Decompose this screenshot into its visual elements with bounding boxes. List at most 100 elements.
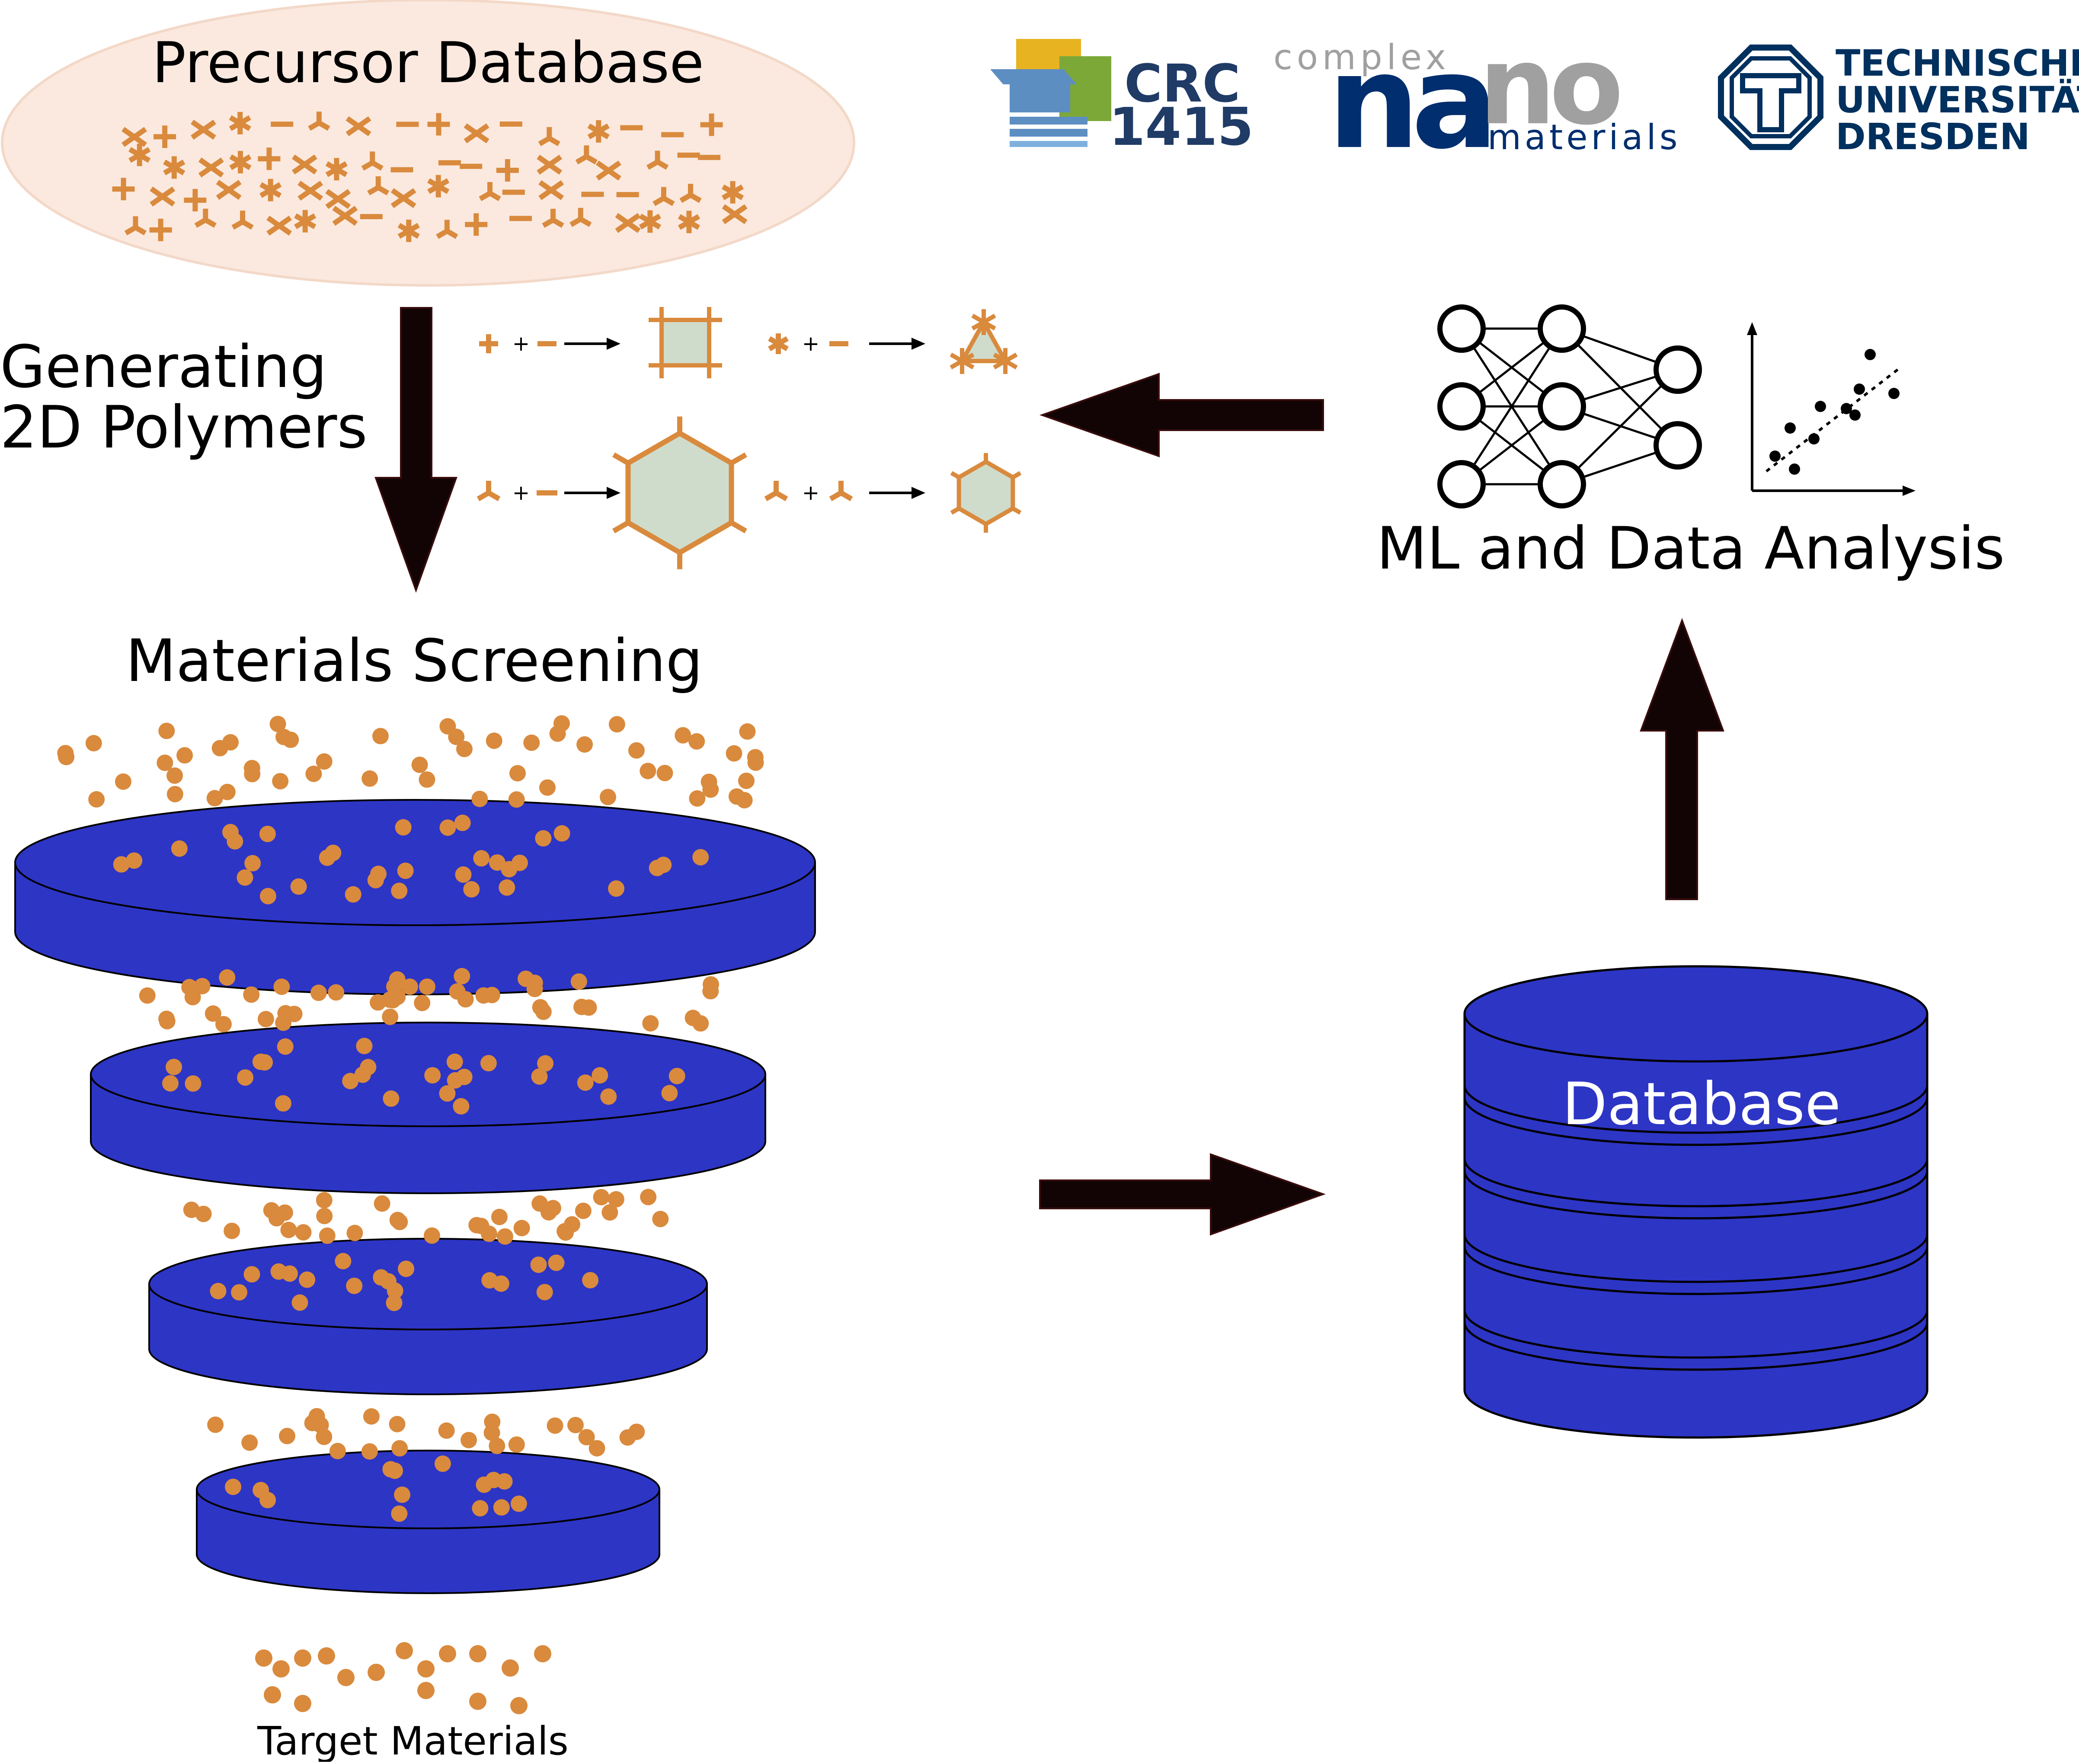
material-dot (411, 756, 428, 773)
material-dot (489, 854, 505, 871)
material-dot (166, 786, 183, 802)
screening-disk-4 (196, 1408, 660, 1594)
reaction-arrow-icon (869, 487, 925, 499)
precursor-tri-icon (361, 151, 384, 171)
precursor-cross-icon (150, 186, 176, 207)
material-dot (346, 1278, 363, 1294)
material-dot (553, 825, 570, 842)
target-material-dot (469, 1693, 486, 1710)
material-dot (85, 735, 102, 751)
database-top (1463, 965, 1929, 1063)
precursor-cross-icon (615, 213, 641, 233)
target-material-dot (368, 1664, 385, 1681)
material-dot (640, 1189, 657, 1205)
material-dot (661, 1085, 678, 1102)
material-dot (395, 819, 412, 836)
precursor-plus-icon (154, 125, 176, 148)
material-dot (576, 736, 593, 753)
precursor-cross-icon (345, 116, 371, 137)
scatter-point (1849, 409, 1861, 421)
precursor-cross-icon (325, 189, 351, 209)
material-dot (356, 1038, 373, 1055)
precursor-tri-icon (538, 127, 560, 147)
precursor-plus-icon (184, 189, 207, 212)
material-dot (491, 1208, 508, 1225)
precursor-star-icon (768, 333, 789, 354)
material-dot (549, 725, 566, 742)
precursor-cross-icon (216, 180, 242, 200)
material-dot (158, 722, 175, 739)
neuron-node (1437, 382, 1486, 431)
material-dot (360, 1059, 377, 1076)
precursor-tri-icon (764, 481, 788, 502)
material-dot (702, 983, 719, 1000)
precursor-tri-icon (542, 208, 564, 228)
material-dot (273, 978, 290, 995)
material-dot (210, 1283, 227, 1300)
precursor-cross-icon (537, 154, 563, 175)
material-dot (310, 984, 327, 1001)
material-dot (372, 728, 389, 745)
precursor-tri-icon (231, 211, 254, 230)
material-dot (270, 1263, 287, 1280)
database-ring (1463, 1310, 1929, 1359)
precursor-tri-icon (367, 176, 390, 195)
neural-network-icon (1437, 304, 1702, 508)
generating-label-2: 2D Polymers (0, 393, 368, 461)
material-dot (346, 1224, 363, 1241)
material-dot (382, 1008, 399, 1025)
precursor-star-icon (639, 210, 661, 233)
material-dot (499, 879, 515, 896)
target-material-dot (510, 1697, 528, 1714)
material-dot (184, 989, 201, 1006)
material-dot (567, 1417, 584, 1434)
material-dot (608, 1191, 624, 1208)
material-dot (275, 729, 292, 745)
material-dot (446, 1053, 463, 1070)
material-dot (508, 1436, 525, 1453)
material-dot (329, 1443, 346, 1460)
material-dot (319, 1227, 336, 1244)
neuron-node (1437, 460, 1486, 508)
precursor-tri-icon (477, 481, 501, 502)
material-dot (486, 732, 502, 749)
precursor-cross-icon (266, 215, 292, 236)
target-material-dot (337, 1669, 355, 1686)
material-dot (535, 830, 552, 847)
precursor-tri-icon (124, 216, 147, 236)
precursor-star-icon (294, 210, 317, 233)
material-dot (185, 1075, 202, 1092)
material-dot (600, 1088, 617, 1105)
material-dot (628, 742, 645, 759)
materials-screening-title: Materials Screening (126, 627, 703, 695)
material-dot (222, 734, 239, 751)
material-dot (493, 1499, 510, 1516)
material-dot (640, 763, 656, 780)
ml-analysis-title: ML and Data Analysis (1377, 514, 2005, 582)
material-dot (483, 987, 500, 1003)
screening-disk-2 (90, 968, 766, 1194)
material-dot (547, 1417, 563, 1434)
material-dot (205, 1005, 221, 1022)
database-cylinder-icon (1463, 965, 1929, 1439)
database-ring (1463, 1234, 1929, 1283)
reaction-plus-sign: + (512, 332, 530, 356)
precursor-star-icon (721, 181, 744, 204)
target-material-dot (294, 1649, 311, 1667)
neuron-node (1654, 421, 1702, 470)
material-dot (115, 773, 131, 790)
material-dot (299, 1271, 316, 1288)
material-dot (391, 1440, 408, 1457)
scatter-point (1789, 463, 1800, 475)
material-dot (456, 741, 473, 757)
material-dot (387, 1462, 403, 1479)
material-dot (259, 825, 276, 842)
precursor-star-icon (397, 219, 420, 242)
target-material-dot (264, 1686, 281, 1703)
scatter-point (1815, 401, 1826, 412)
material-dot (257, 1011, 274, 1028)
polymer-reactions: ++++ (477, 307, 1022, 569)
precursor-cross-icon (198, 157, 224, 178)
scatter-point (1854, 383, 1865, 395)
